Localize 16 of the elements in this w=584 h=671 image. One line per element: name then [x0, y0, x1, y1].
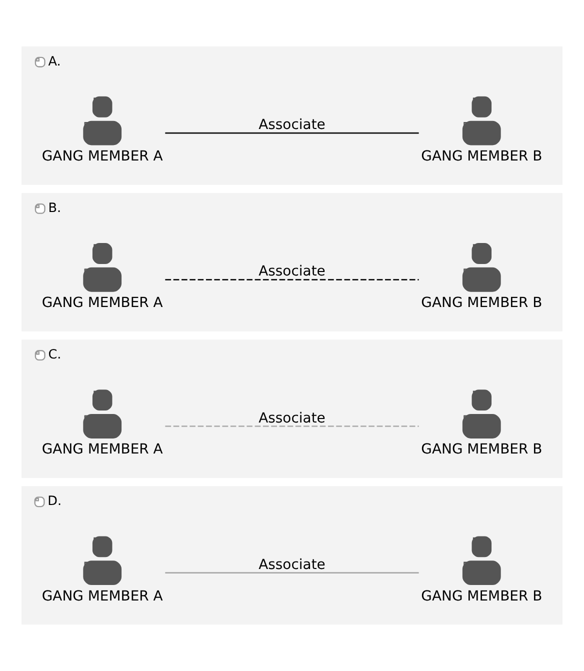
node-label: GANG MEMBER A	[42, 442, 163, 458]
edge-label: Associate	[258, 410, 326, 426]
edge-label: Associate	[258, 556, 326, 573]
node-label: GANG MEMBER B	[421, 148, 542, 165]
connector	[165, 132, 419, 134]
connector	[165, 278, 419, 280]
node-label: GANG MEMBER A	[42, 148, 163, 165]
node-label: GANG MEMBER A	[42, 295, 163, 312]
connector	[165, 572, 419, 574]
edge-label: Associate	[258, 264, 326, 280]
node-label: GANG MEMBER A	[42, 588, 163, 604]
node-label: GANG MEMBER B	[421, 588, 542, 604]
node-label: GANG MEMBER B	[421, 295, 542, 312]
connector	[165, 426, 419, 427]
node-label: GANG MEMBER B	[421, 442, 542, 458]
edge-label: Associate	[258, 117, 326, 134]
